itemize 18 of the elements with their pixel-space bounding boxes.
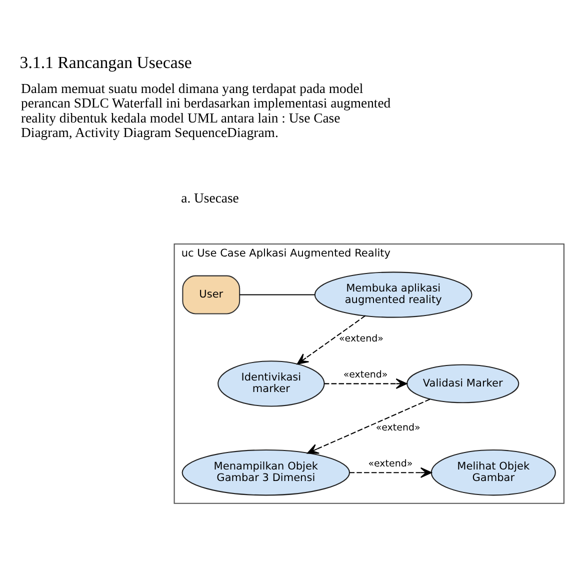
label: Dalam memuat suatu model dimana yang terdapat pada model perancan SDLC Waterfall ini berdasarkan implementasi augmented reality dibentuk kedala model UML antara lain : Use Case Diagram, Activity Diagram SequenceDiagram. bbox=[21, 80, 391, 140]
edge-label: «extend» bbox=[343, 370, 388, 381]
edge-label: «extend» bbox=[376, 422, 420, 434]
edge-label: «extend» bbox=[339, 334, 384, 345]
arrow bbox=[349, 467, 432, 478]
edge-label: «extend» bbox=[368, 458, 413, 470]
node-ellipse: Membuka aplikasi augmented reality bbox=[314, 272, 472, 318]
node-ellipse: Identivikasi marker bbox=[218, 360, 325, 407]
node-box: User bbox=[182, 275, 240, 314]
label: a. Usecase bbox=[181, 190, 239, 206]
node-ellipse: Menampilkan Objek Gambar 3 Dimensi bbox=[182, 450, 350, 496]
arrow bbox=[296, 315, 366, 365]
node-ellipse: Validasi Marker bbox=[406, 364, 520, 404]
arrow bbox=[324, 378, 408, 389]
connector bbox=[240, 294, 315, 296]
node-ellipse: Melihat Objek Gambar bbox=[430, 450, 556, 496]
diagram-title: 3.1.1 Rancangan Usecase bbox=[20, 52, 192, 72]
arrow bbox=[307, 398, 430, 454]
